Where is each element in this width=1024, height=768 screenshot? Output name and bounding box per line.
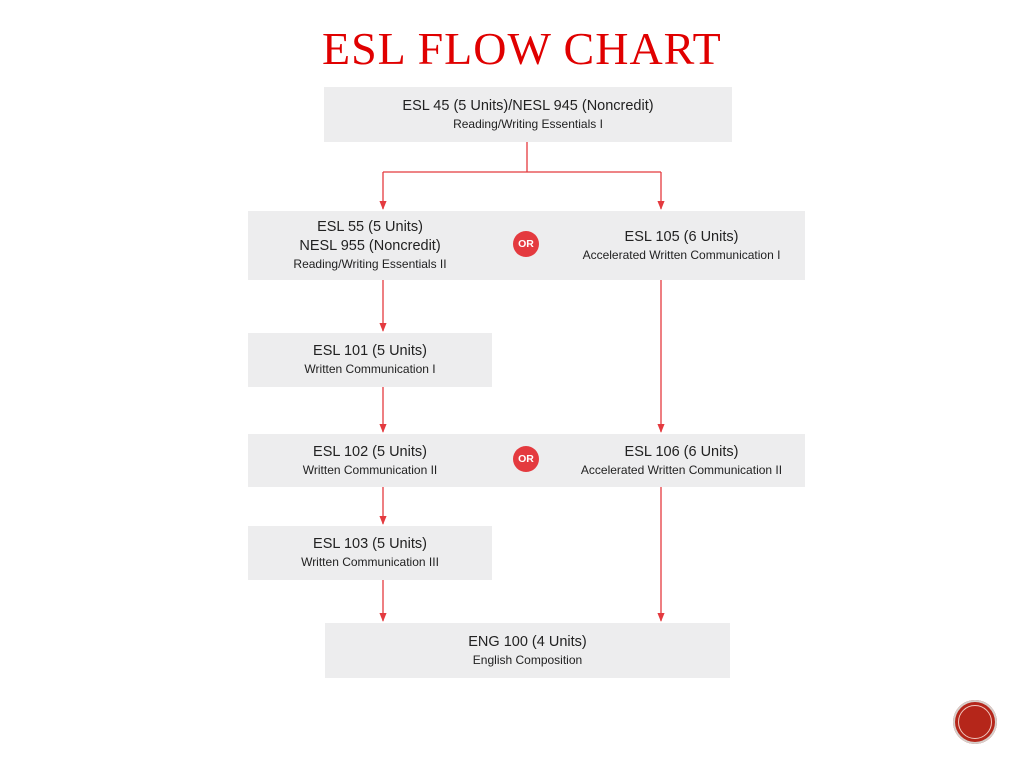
node-esl101-title: ESL 101 (5 Units) xyxy=(313,343,427,359)
node-esl45-title: ESL 45 (5 Units)/NESL 945 (Noncredit) xyxy=(402,97,654,114)
node-eng100: ENG 100 (4 Units) English Composition xyxy=(325,623,730,678)
node-esl55-title2: NESL 955 (Noncredit) xyxy=(299,238,441,254)
or-badge: OR xyxy=(513,446,539,472)
node-row-esl102-esl106: ESL 102 (5 Units) Written Communication … xyxy=(248,434,805,487)
node-esl105-subtitle: Accelerated Written Communication I xyxy=(582,247,781,262)
node-esl102-title: ESL 102 (5 Units) xyxy=(313,443,427,460)
node-eng100-title: ENG 100 (4 Units) xyxy=(468,633,587,650)
node-esl55-subtitle: Reading/Writing Essentials II xyxy=(293,257,447,271)
node-esl45-subtitle: Reading/Writing Essentials I xyxy=(453,116,603,131)
nav-ring-icon xyxy=(958,705,992,739)
node-esl101: ESL 101 (5 Units) Written Communication … xyxy=(248,333,492,387)
node-esl102-subtitle: Written Communication II xyxy=(302,462,438,477)
node-esl45: ESL 45 (5 Units)/NESL 945 (Noncredit) Re… xyxy=(324,87,732,142)
page-title: ESL FLOW CHART xyxy=(322,23,722,74)
node-eng100-subtitle: English Composition xyxy=(472,652,583,667)
node-esl101-subtitle: Written Communication I xyxy=(304,362,436,376)
node-esl103-title: ESL 103 (5 Units) xyxy=(313,536,427,552)
node-esl103-subtitle: Written Communication III xyxy=(301,555,439,569)
node-esl106-subtitle: Accelerated Written Communication II xyxy=(580,462,783,477)
slide-nav-button[interactable] xyxy=(953,700,997,744)
node-esl105: ESL 105 (6 Units) Accelerated Written Co… xyxy=(558,211,805,280)
node-esl105-title: ESL 105 (6 Units) xyxy=(624,228,739,245)
node-esl106: ESL 106 (6 Units) Accelerated Written Co… xyxy=(558,434,805,487)
node-esl55-title: ESL 55 (5 Units) xyxy=(317,219,423,235)
node-esl103: ESL 103 (5 Units) Written Communication … xyxy=(248,526,492,580)
or-badge: OR xyxy=(513,231,539,257)
node-esl106-title: ESL 106 (6 Units) xyxy=(624,443,739,460)
node-esl55: ESL 55 (5 Units) NESL 955 (Noncredit) Re… xyxy=(248,211,492,280)
node-esl102: ESL 102 (5 Units) Written Communication … xyxy=(248,434,492,487)
